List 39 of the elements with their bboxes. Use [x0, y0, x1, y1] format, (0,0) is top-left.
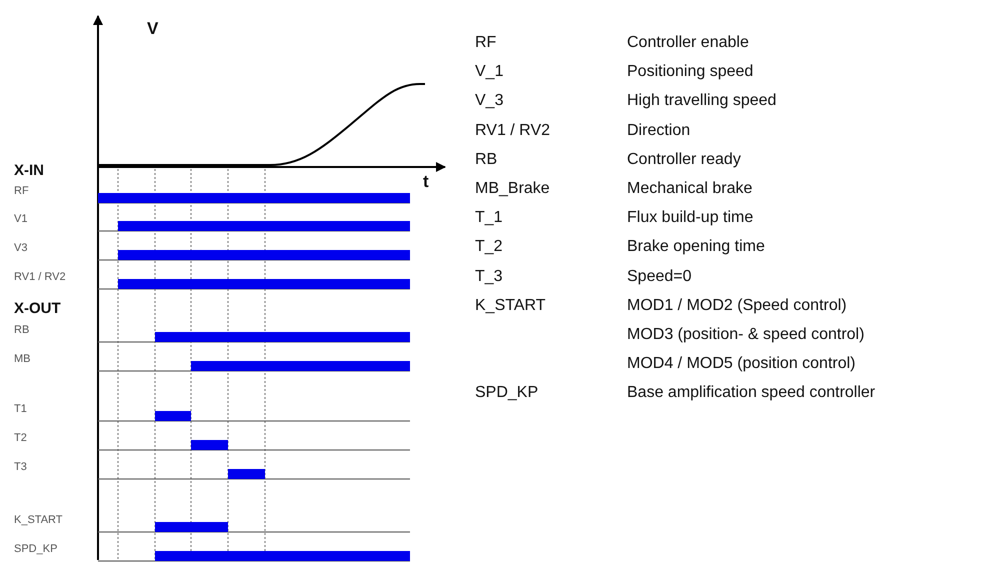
group-heading: X-IN [14, 163, 44, 178]
group-heading: X-OUT [14, 301, 61, 316]
description: Direction [627, 122, 690, 139]
description: Flux build-up time [627, 210, 754, 226]
signal-name: MB [14, 354, 30, 365]
description: Controller enable [627, 35, 749, 51]
signal-name: RV1 / RV2 [14, 272, 66, 283]
signal-name: RB [14, 325, 30, 336]
signal-name: T2 [14, 433, 27, 444]
description: High travelling speed [627, 93, 776, 110]
abbreviation: V_1 [475, 64, 504, 80]
description: Controller ready [627, 152, 741, 168]
signal-name: V3 [14, 243, 28, 254]
description: MOD1 / MOD2 (Speed control) [627, 298, 847, 314]
signal-name: K_START [14, 515, 62, 526]
description: MOD4 / MOD5 (position control) [627, 356, 856, 372]
signal-name: V1 [14, 214, 28, 225]
axis-label: V [147, 20, 158, 37]
abbreviation: RV1 / RV2 [475, 122, 550, 139]
description: Speed=0 [627, 268, 692, 285]
abbreviation: SPD_KP [475, 385, 538, 402]
abbreviation: RB [475, 152, 498, 168]
signal-name: SPD_KP [14, 544, 58, 555]
abbreviation: K_START [475, 298, 546, 314]
signal-name: RF [14, 186, 29, 197]
axis-label: t [423, 173, 429, 190]
abbreviation: T_1 [475, 210, 503, 226]
description: MOD3 (position- & speed control) [627, 327, 864, 343]
description: Mechanical brake [627, 181, 752, 197]
description: Brake opening time [627, 239, 765, 256]
abbreviation: RF [475, 35, 496, 51]
abbreviation: V_3 [475, 93, 504, 110]
abbreviation: MB_Brake [475, 181, 550, 197]
signal-name: T1 [14, 404, 27, 415]
signal-name: T3 [14, 462, 27, 473]
abbreviation: T_3 [475, 268, 503, 285]
description: Positioning speed [627, 64, 754, 80]
abbreviation: T_2 [475, 239, 503, 256]
description: Base amplification speed controller [627, 385, 876, 402]
